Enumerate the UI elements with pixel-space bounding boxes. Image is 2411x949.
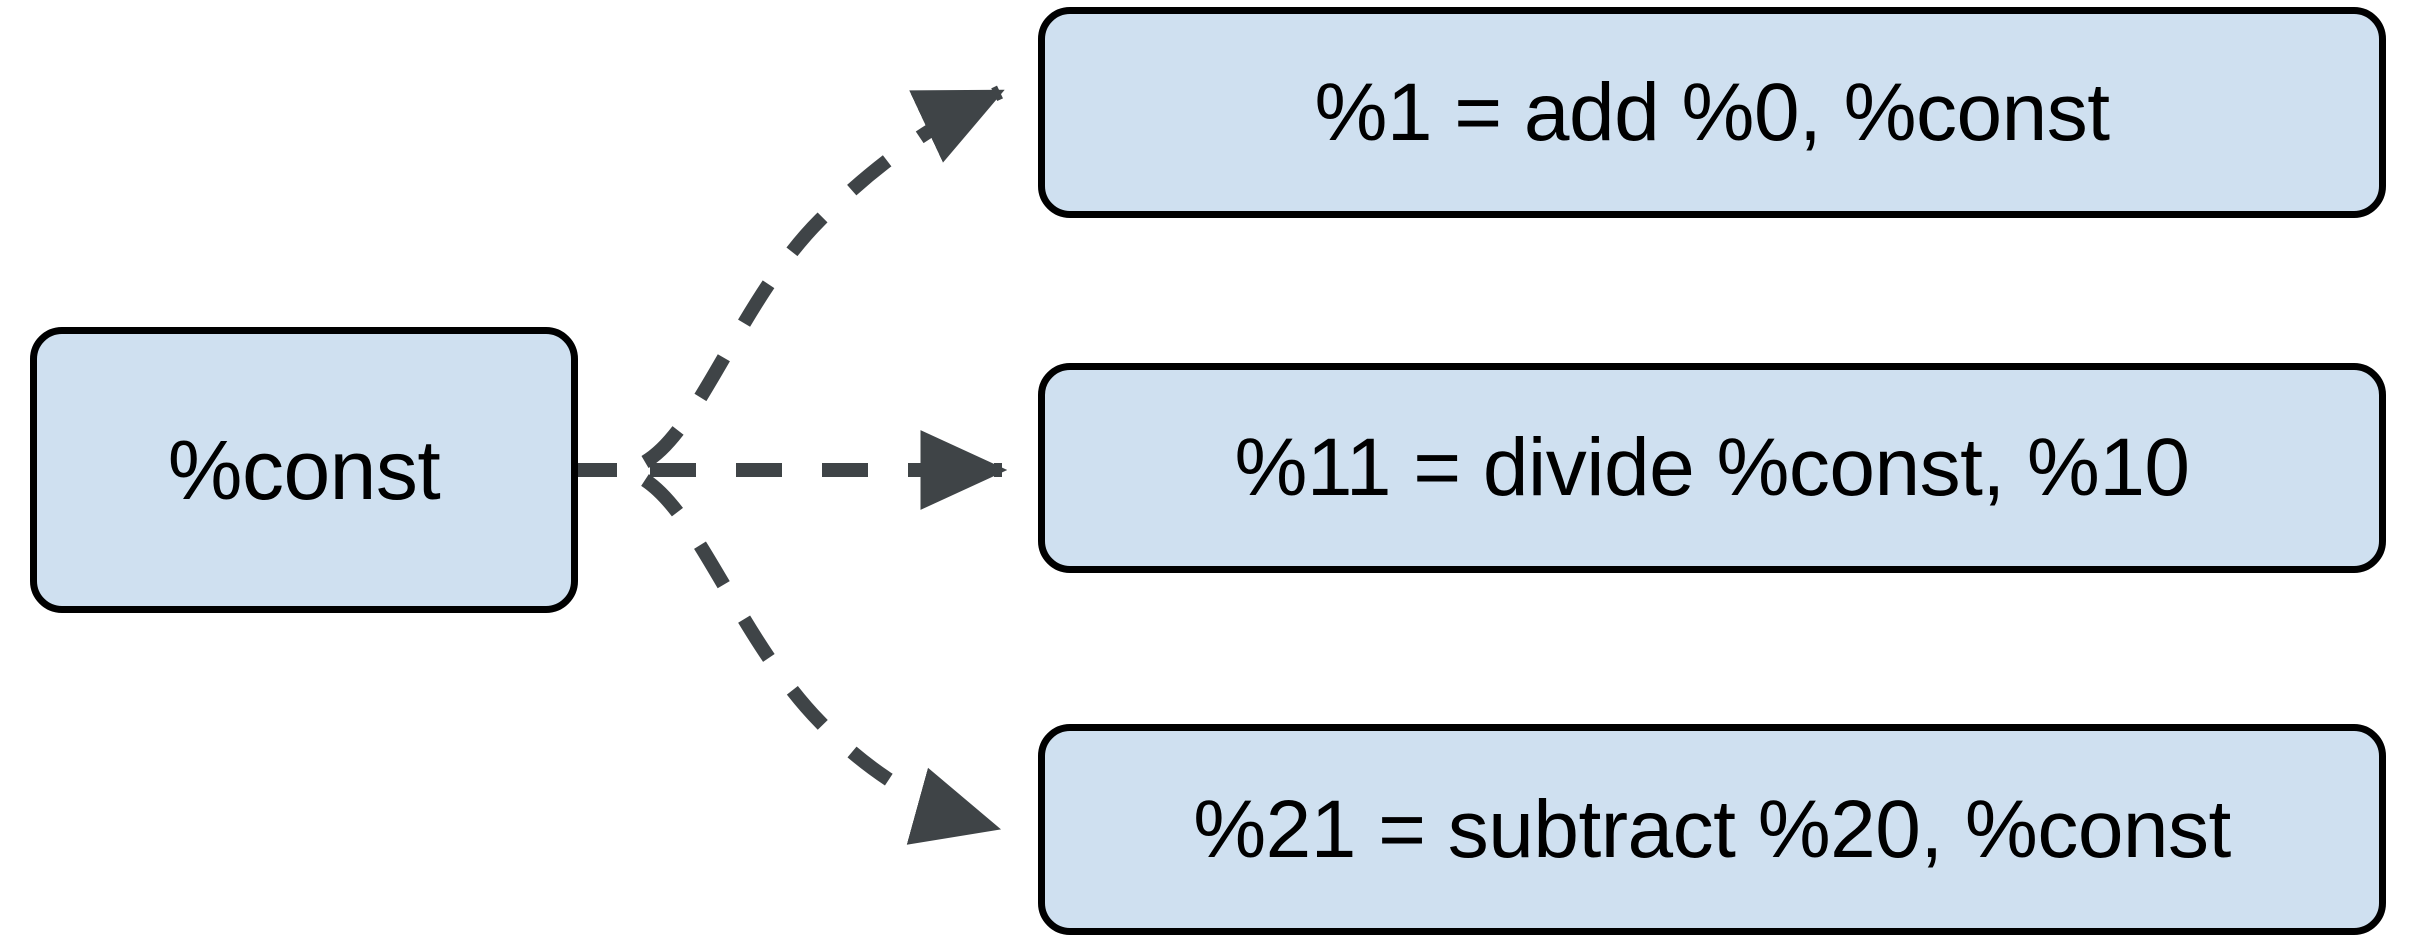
node-const-label: %const <box>167 423 441 517</box>
node-const[interactable]: %const <box>30 327 578 613</box>
node-add-label: %1 = add %0, %const <box>1314 66 2110 158</box>
node-divide-label: %11 = divide %const, %10 <box>1234 422 2190 513</box>
node-subtract[interactable]: %21 = subtract %20, %const <box>1038 724 2386 935</box>
node-add[interactable]: %1 = add %0, %const <box>1038 7 2386 218</box>
edge-const-to-add <box>641 85 1005 469</box>
node-subtract-label: %21 = subtract %20, %const <box>1193 783 2231 875</box>
edge-const-to-subtract <box>640 474 1002 845</box>
node-divide[interactable]: %11 = divide %const, %10 <box>1038 363 2386 573</box>
